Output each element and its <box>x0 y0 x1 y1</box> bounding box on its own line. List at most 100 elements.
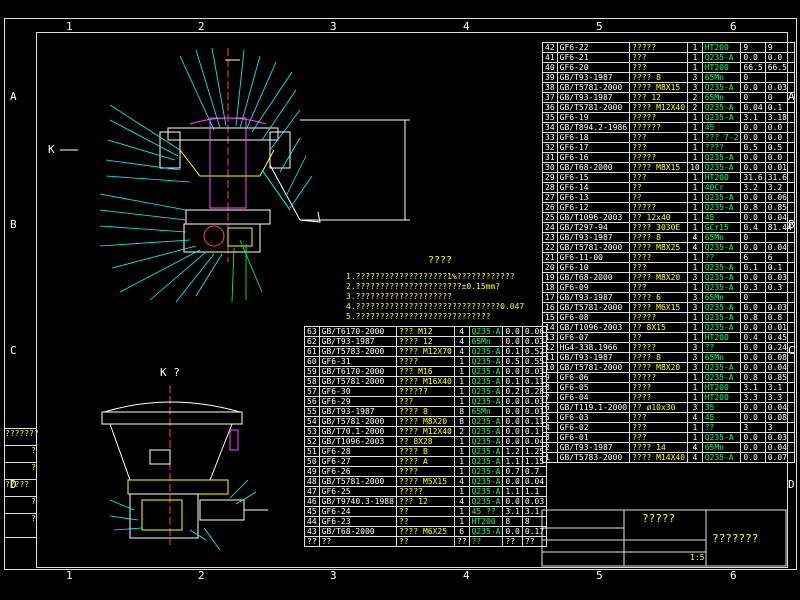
bom-cell: GF6-21 <box>556 52 631 63</box>
bom-cell: Q235-A <box>701 82 742 93</box>
bom-cell: ?????? <box>395 386 455 397</box>
bom-cell: 10 <box>687 162 703 173</box>
bom-cell: 1.15 <box>521 456 548 467</box>
bom-cell: 0.7 <box>502 466 523 477</box>
bom-cell: 3.1 <box>521 506 548 517</box>
bom-cell: 0.03 <box>521 396 548 407</box>
bom-cell: 29 <box>542 172 558 183</box>
bom-cell: Q235-A <box>468 526 504 537</box>
bom-cell: 0.5 <box>502 356 523 367</box>
bom-cell: 36 <box>542 102 558 113</box>
bom-cell: 0.04 <box>764 212 795 223</box>
zone-top-6: 6 <box>730 20 737 33</box>
bom-cell: 0.28 <box>521 386 548 397</box>
zone-top-1: 1 <box>66 20 73 33</box>
bom-cell: ??? <box>629 52 689 63</box>
bom-cell: ?? <box>629 182 689 193</box>
bom-cell: GB/T5783-2000 <box>556 452 631 463</box>
bom-cell: ??? M12 <box>395 326 455 337</box>
bom-cell: 62 <box>304 336 320 347</box>
bom-cell: ??? <box>629 422 689 433</box>
bom-cell: 4 <box>453 346 470 357</box>
bom-cell: 3.1 <box>740 112 766 123</box>
bom-cell: 3.1 <box>764 382 795 393</box>
bom-cell: Q235-A <box>468 476 504 487</box>
bom-cell: Q235-A <box>701 52 742 63</box>
bom-cell: 0.04 <box>764 442 795 453</box>
bom-cell: 4 <box>687 242 703 253</box>
left-tab-row: ? <box>5 497 36 514</box>
bom-cell: 0.07 <box>764 452 795 463</box>
bom-cell: 0.3 <box>764 282 795 293</box>
bom-cell: 0.24 <box>764 342 795 353</box>
bom-cell: GB/T93-1987 <box>318 406 397 417</box>
bom-cell: 19 <box>542 272 558 283</box>
bom-cell: ???? M16X40 <box>395 376 455 387</box>
bom-cell: GF6-20 <box>556 62 631 73</box>
bom-cell: 0.1 <box>764 102 795 113</box>
leader-lines-bottom <box>231 239 263 303</box>
bom-cell: 0.04 <box>740 102 766 113</box>
bom-cell: 1.1 <box>521 486 548 497</box>
bom-cell: GB/T5781-2000 <box>318 376 397 387</box>
bom-cell: 0.8 <box>764 312 795 323</box>
bom-cell: 31.6 <box>740 172 766 183</box>
left-tab-row: ??????? <box>5 429 39 446</box>
bom-cell: 45 <box>701 212 742 223</box>
bom-cell: ?????? <box>629 122 689 133</box>
bom-cell: GF6-24 <box>318 506 397 517</box>
bom-cell: 1 <box>687 172 703 183</box>
bom-cell: 0.03 <box>764 302 795 313</box>
bom-cell: 0.11 <box>521 376 548 387</box>
bom-cell: 4 <box>453 476 470 487</box>
tech-note: 2.??????????????????????±0.15mm? <box>346 282 501 291</box>
bom-cell: 4 <box>687 442 703 453</box>
bom-cell: 1 <box>453 386 470 397</box>
bom-cell: 1 <box>687 312 703 323</box>
bom-cell: 0.04 <box>521 436 548 447</box>
bom-cell: 54 <box>304 416 320 427</box>
bom-cell: 1.1 <box>502 486 523 497</box>
bom-cell: Q235-A <box>701 432 742 443</box>
bom-cell: 0.85 <box>764 202 795 213</box>
bom-cell: 34 <box>542 122 558 133</box>
bom-cell: GF6-06 <box>556 372 631 383</box>
bom-cell: 0.4 <box>740 222 766 233</box>
bom-cell: 43 <box>304 526 320 537</box>
bom-cell: 25 <box>542 212 558 223</box>
bom-cell: 1 <box>453 506 470 517</box>
bom-cell: ???? M8X15 <box>629 82 689 93</box>
bom-cell: 1 <box>687 192 703 203</box>
bom-cell: HT200 <box>701 382 742 393</box>
bom-cell: ???? A <box>395 456 455 467</box>
bom-cell: 65Mn <box>701 442 742 453</box>
bom-cell: 15 <box>542 312 558 323</box>
bom-cell: 0.0 <box>740 402 766 413</box>
bom-cell: GB/T894.2-1986 <box>556 122 631 133</box>
bom-cell: 41 <box>542 52 558 63</box>
bom-cell: ????? <box>629 372 689 383</box>
bom-cell: 48 <box>304 476 320 487</box>
bom-cell: 6 <box>764 252 795 263</box>
bom-cell: 0.06 <box>521 326 548 337</box>
bom-cell: HT200 <box>468 516 504 527</box>
bom-cell: Q235-A <box>468 376 504 387</box>
bom-cell: 0.04 <box>764 242 795 253</box>
bom-cell: GB/T5781-2000 <box>556 82 631 93</box>
bom-cell: 53 <box>304 426 320 437</box>
bom-cell: 1 <box>687 322 703 333</box>
tech-requirements-title: ???? <box>428 255 453 266</box>
bom-cell: Q235-A <box>701 262 742 273</box>
drawing-outer-frame <box>4 18 797 570</box>
bom-cell: Q235-A <box>701 322 742 333</box>
bom-cell: 44 <box>304 516 320 527</box>
zone-bottom-5: 5 <box>596 569 603 582</box>
k-view-leaders <box>109 479 257 551</box>
